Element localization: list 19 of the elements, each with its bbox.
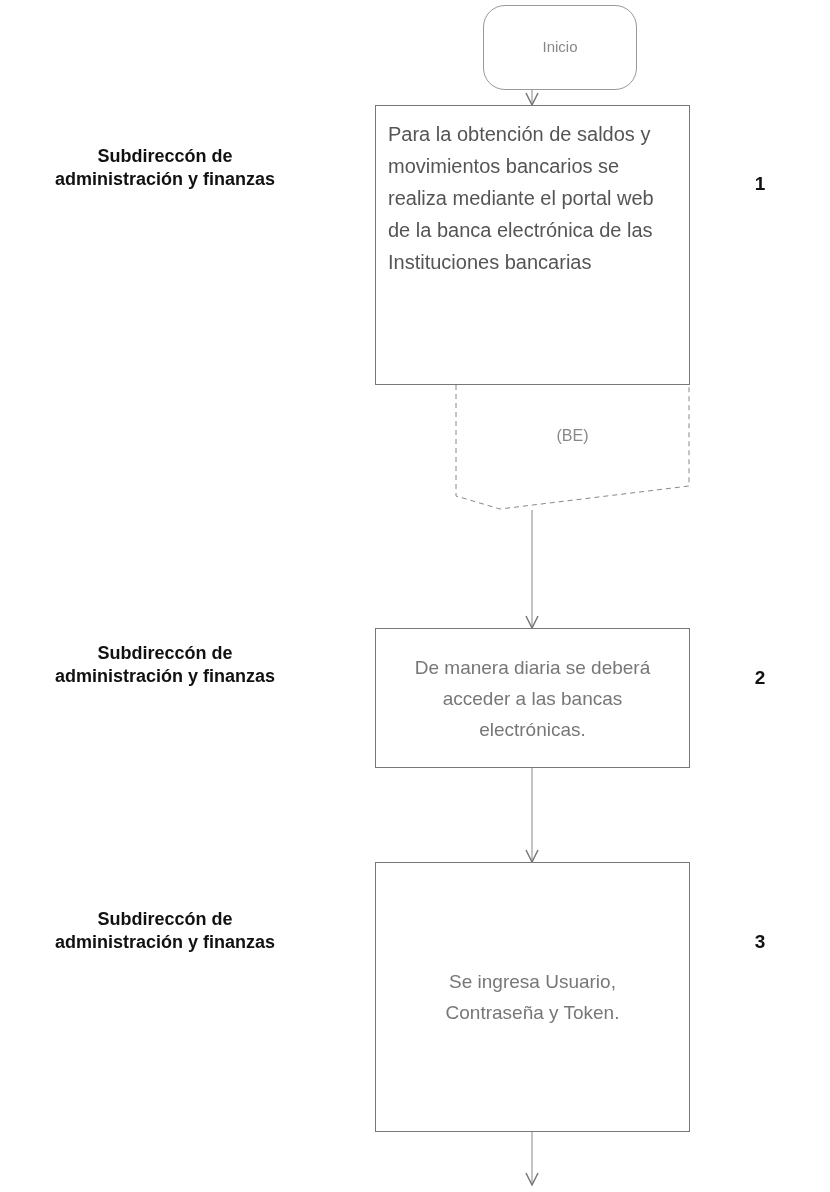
role-label: Subdireccón de administración y finanzas <box>53 145 277 191</box>
step-number: 3 <box>753 930 767 954</box>
process-text: Para la obtención de saldos y movimientos bancarios se realiza mediante el portal web de la banca electrónica de las Instituciones bancarias <box>388 122 655 275</box>
step-number: 1 <box>753 172 767 196</box>
process-text: Se ingresa Usuario, Contraseña y Token. <box>444 970 621 1025</box>
process-box <box>375 628 690 768</box>
terminal-label: Inicio <box>542 37 578 58</box>
document-label: (BE) <box>556 425 589 446</box>
process-box <box>375 862 690 1132</box>
start-terminal <box>483 5 637 90</box>
arrow <box>525 509 539 629</box>
process-box <box>375 105 690 385</box>
role-label: Subdireccón de administración y finanzas <box>53 642 277 688</box>
arrow <box>525 89 539 106</box>
step-number: 2 <box>753 666 767 690</box>
arrow <box>525 1131 539 1186</box>
arrow <box>525 767 539 863</box>
role-label: Subdireccón de administración y finanzas <box>53 908 277 954</box>
process-text: De manera diaria se deberá acceder a las bancas electrónicas. <box>413 655 652 742</box>
